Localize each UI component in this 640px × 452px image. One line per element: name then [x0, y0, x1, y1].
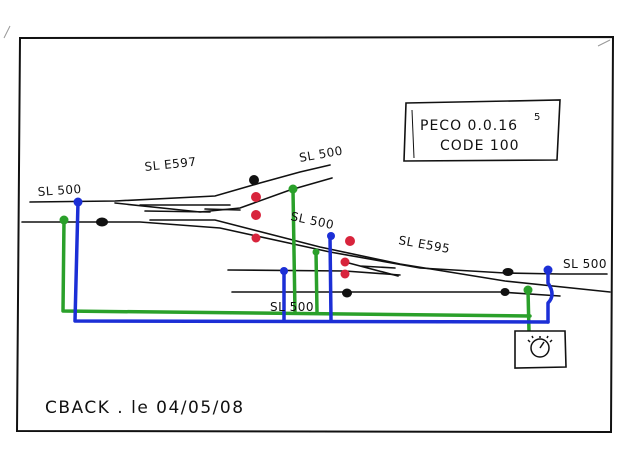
green-terminal [59, 215, 69, 225]
red-dot [251, 210, 261, 220]
sheet-frame [15, 35, 615, 434]
label-sl500-mid: SL 500 [289, 209, 335, 232]
track-upper-diverge [114, 177, 333, 213]
note-line-1: PECO 0.0.16 [420, 118, 518, 134]
label-sl500-right: SL 500 [563, 257, 607, 271]
track-lower-parallel [149, 219, 611, 293]
label-sl500-left: SL 500 [37, 182, 82, 199]
track-lower-main [21, 221, 608, 275]
note-superscript: 5 [534, 112, 540, 123]
green-wire-left [61, 218, 532, 318]
insulator-dot [96, 217, 108, 227]
label-sl500-bottom: SL 500 [270, 300, 314, 314]
insulator-dot [342, 288, 352, 298]
label-sl500-top: SL 500 [298, 144, 344, 165]
insulator-dot [249, 175, 259, 185]
note-line-2: CODE 100 [440, 138, 520, 154]
blue-terminal [327, 232, 335, 240]
black-insulators [96, 175, 514, 298]
red-isolators [251, 192, 355, 279]
red-dot [340, 257, 350, 267]
red-dot [251, 192, 261, 202]
blue-wire-right [546, 268, 554, 324]
green-terminal [312, 248, 320, 256]
green-wire-drop-2 [314, 250, 319, 314]
note-box [403, 99, 561, 162]
track-siding-2 [231, 291, 561, 297]
blue-wire-left [73, 200, 550, 324]
green-terminal [523, 285, 533, 295]
insulator-dot [500, 288, 510, 296]
label-sl-e597: SL E597 [144, 155, 197, 174]
track-frog [344, 261, 399, 277]
note-box-offset [411, 109, 415, 159]
green-terminal [288, 184, 298, 194]
green-wire-right [526, 288, 531, 334]
blue-terminal [543, 265, 553, 275]
green-wire-drop-1 [291, 188, 297, 315]
insulator-dot [502, 268, 514, 276]
wire-terminals [59, 184, 553, 295]
corner-scribble [3, 25, 611, 47]
red-dot [345, 236, 355, 246]
blue-wire-drop-2 [328, 234, 333, 322]
rotary-knob-icon [527, 335, 553, 358]
controller [514, 330, 567, 369]
peco-note: PECO 0.0.16 5 CODE 100 [403, 99, 561, 162]
track-switch-blade-1 [139, 204, 231, 213]
blue-terminal [280, 267, 288, 275]
track-siding-1 [227, 269, 401, 276]
red-dot [251, 233, 261, 243]
blue-wires [73, 200, 554, 324]
track-switch-blade-2 [204, 208, 241, 211]
signature: CBACK . le 04/05/08 [45, 398, 245, 418]
blue-terminal [73, 197, 83, 207]
green-wires [61, 188, 532, 334]
track-upper-main [29, 164, 331, 203]
red-dot [340, 269, 350, 279]
label-sl-e595: SL E595 [397, 233, 451, 256]
